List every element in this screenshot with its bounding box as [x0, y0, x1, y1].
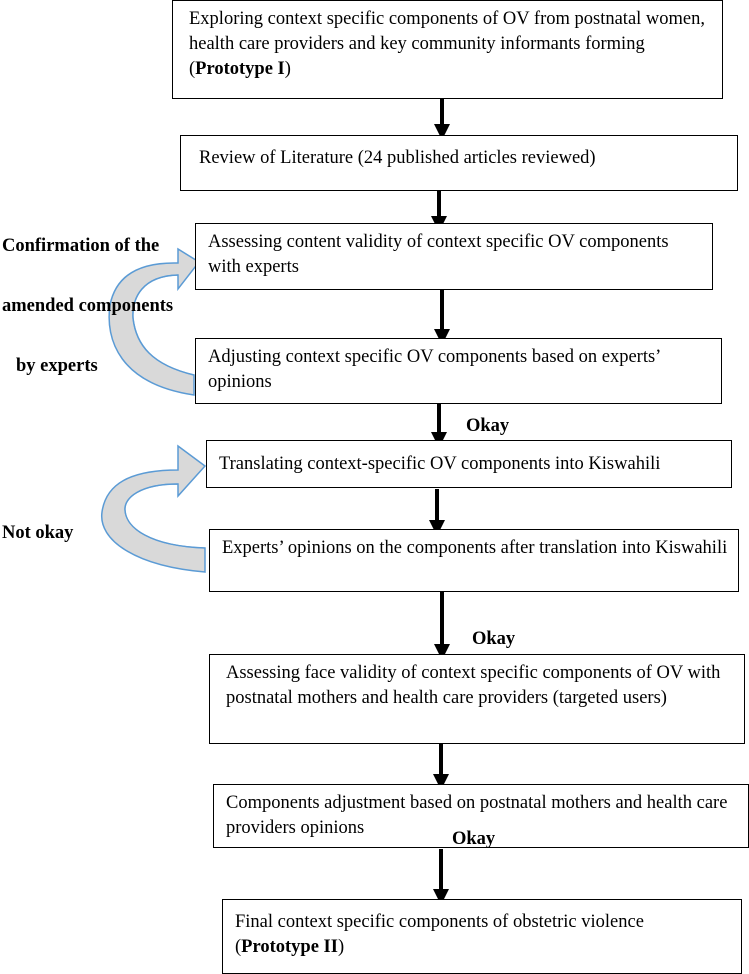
step-box-3: Assessing content validity of context sp… [195, 223, 713, 290]
step-1-text: Exploring context specific components of… [189, 9, 706, 79]
step-1-bold: Prototype I [195, 59, 285, 79]
loop-1-label-line-1: Confirmation of the [2, 236, 160, 256]
step-box-4: Adjusting context specific OV components… [195, 338, 722, 404]
step-9-bold: Prototype II [241, 937, 338, 957]
step-2-text: Review of Literature (24 published artic… [199, 148, 596, 168]
okay-label-1: Okay [466, 416, 510, 436]
step-1-close: ) [284, 59, 291, 79]
step-box-5: Translating context-specific OV componen… [206, 440, 732, 488]
step-5-text: Translating context-specific OV componen… [219, 454, 661, 474]
step-box-1: Exploring context specific components of… [172, 0, 723, 99]
step-box-2: Review of Literature (24 published artic… [180, 135, 738, 191]
step-3-text: Assessing content validity of context sp… [208, 232, 669, 277]
step-box-9: Final context specific components of obs… [222, 899, 742, 974]
loop-2-label: Not okay [2, 523, 74, 543]
step-7-text: Assessing face validity of context speci… [226, 663, 721, 708]
step-box-8: Components adjustment based on postnatal… [213, 784, 749, 848]
step-9-close: ) [337, 937, 345, 957]
loop-1-label-line-3: by experts [16, 356, 98, 376]
step-9-text: Final context specific components of obs… [235, 912, 644, 957]
okay-label-2: Okay [472, 629, 516, 649]
step-box-7: Assessing face validity of context speci… [209, 654, 745, 744]
step-6-text: Experts’ opinions on the components afte… [222, 538, 728, 558]
okay-label-3: Okay [452, 829, 496, 849]
step-8-text: Components adjustment based on postnatal… [226, 793, 728, 838]
loop-1-label-line-2: amended components [2, 296, 174, 316]
step-box-6: Experts’ opinions on the components afte… [209, 529, 739, 592]
feedback-loop-arrow-2 [101, 444, 207, 573]
step-4-text: Adjusting context specific OV components… [208, 347, 660, 392]
